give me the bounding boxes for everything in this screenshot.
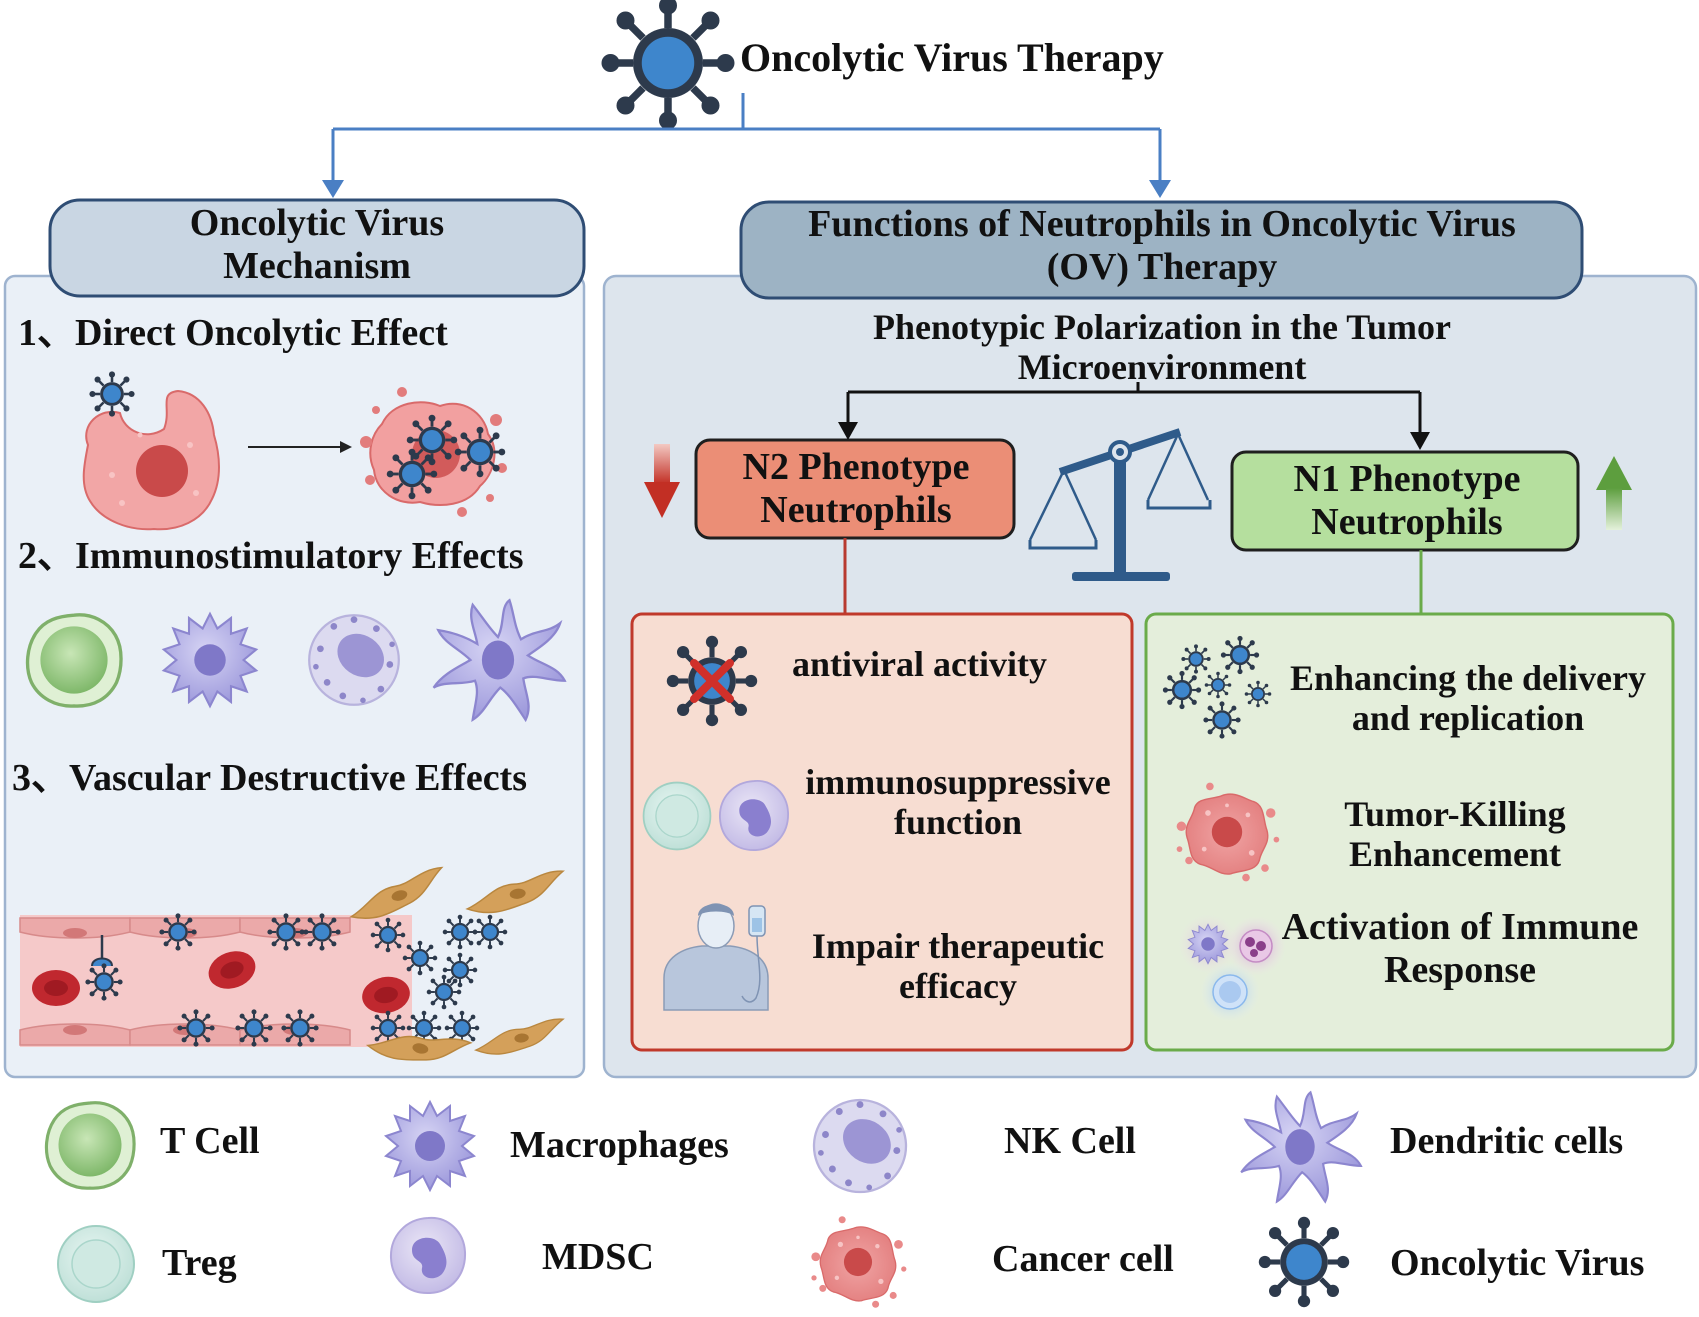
page-title: Oncolytic Virus Therapy <box>740 35 1164 80</box>
title-virus-icon <box>602 0 735 129</box>
legend-label-mdsc: MDSC <box>542 1236 654 1278</box>
immune-activation-icon <box>1178 914 1286 1022</box>
cancer-cell-icon <box>810 1215 908 1309</box>
legend-label-t-cell: T Cell <box>160 1120 260 1162</box>
legend-label-dendritic-cells: Dendritic cells <box>1390 1120 1624 1162</box>
n2-box <box>694 438 1016 540</box>
legend-label-cancer-cell: Cancer cell <box>992 1238 1174 1280</box>
t-cell-icon <box>44 1101 136 1190</box>
right-panel-title: Functions of Neutrophils in Oncolytic Vi… <box>808 203 1516 288</box>
n2-effect-immunosuppressive: immunosuppressive function <box>805 762 1111 843</box>
left-panel-header <box>48 198 586 298</box>
n2-effect-antiviral: antiviral activity <box>792 644 1047 684</box>
polarization-subtitle: Phenotypic Polarization in the Tumor Mic… <box>872 307 1452 388</box>
legend-label-macrophages: Macrophages <box>510 1124 729 1166</box>
right-panel-header <box>739 200 1584 300</box>
n2-label: N2 Phenotype Neutrophils <box>742 446 970 531</box>
n1-effect-delivery-replication: Enhancing the delivery and replication <box>1289 658 1647 739</box>
treg-icon <box>57 1225 135 1303</box>
mechanism-item-vascular: 3、Vascular Destructive Effects <box>12 757 528 799</box>
n2-effect-impair-efficacy: Impair therapeutic efficacy <box>811 926 1105 1007</box>
dendritic-cell-icon <box>1240 1091 1362 1203</box>
title-connector <box>331 93 1162 182</box>
legend-label-oncolytic-virus: Oncolytic Virus <box>1390 1242 1645 1284</box>
balance-scale-icon <box>1028 428 1212 581</box>
antiviral-icon <box>667 636 757 726</box>
oncolytic-virus-icon <box>1259 1217 1349 1307</box>
n1-label: N1 Phenotype Neutrophils <box>1293 458 1521 543</box>
legend-label-nk-cell: NK Cell <box>1004 1120 1136 1162</box>
left-panel-title: Oncolytic Virus Mechanism <box>189 202 445 287</box>
n1-effect-tumor-killing: Tumor-Killing Enhancement <box>1344 794 1566 875</box>
polarization-branches <box>846 382 1422 434</box>
patient-infusion-icon <box>663 903 769 1011</box>
arrow-to-left-panel <box>322 180 344 198</box>
arrow-to-right-panel <box>1149 180 1171 198</box>
mechanism-item-direct-oncolytic: 1、Direct Oncolytic Effect <box>18 312 448 354</box>
vascular-destruction-illustration <box>19 866 569 1074</box>
n2-down-arrow <box>644 444 680 518</box>
direct-oncolytic-illustration <box>82 370 507 531</box>
mdsc-icon <box>389 1216 467 1295</box>
legend-label-treg: Treg <box>162 1242 237 1284</box>
nk-cell-icon <box>812 1098 908 1194</box>
n1-up-arrow <box>1596 456 1632 530</box>
n1-box <box>1230 450 1580 552</box>
n1-effect-immune-activation: Activation of Immune Response <box>1281 906 1639 991</box>
mechanism-item-immunostimulatory: 2、Immunostimulatory Effects <box>18 535 524 577</box>
macrophage-icon <box>385 1101 475 1191</box>
